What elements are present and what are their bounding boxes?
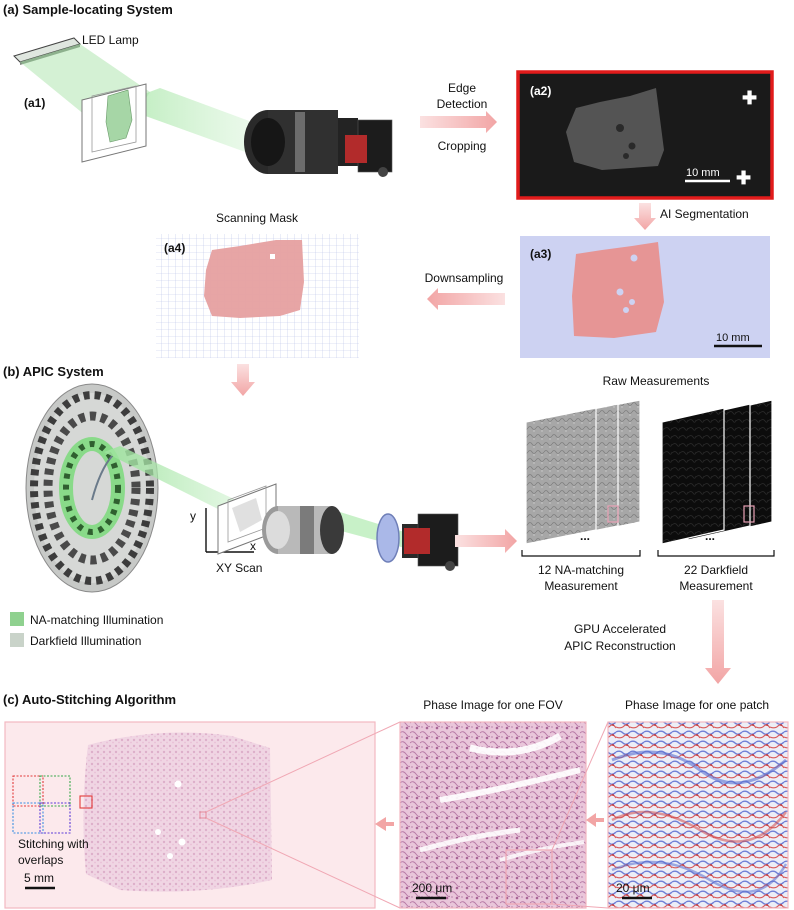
patch-panel: [607, 721, 789, 909]
darkfield-stack: ...: [657, 399, 775, 557]
apic-slide-icon: [217, 483, 277, 555]
downsampling-label: Downsampling: [425, 271, 504, 285]
section-b-title: (b) APIC System: [3, 364, 104, 379]
plus-marker-bottom-icon: ✚: [736, 168, 751, 188]
mask-hole: [270, 254, 275, 259]
cropping-label: Cropping: [438, 139, 487, 153]
camera-icon: [244, 110, 393, 177]
to-fov-arrow-icon: [586, 813, 604, 827]
panel-a2: (a2) ✚ ✚ 10 mm: [516, 70, 774, 200]
objective-lens-icon: [262, 506, 344, 554]
edge-detection-arrow-icon: [420, 111, 497, 133]
legend: NA-matching Illumination Darkfield Illum…: [10, 612, 163, 648]
led-lamp-icon: [13, 37, 81, 65]
na-stack-ellipsis: ...: [580, 529, 590, 543]
scale-label-fov: 200 μm: [412, 881, 452, 895]
gpu-label-line1: GPU Accelerated: [574, 622, 666, 636]
fov-title: Phase Image for one FOV: [423, 698, 562, 712]
xy-axes-icon: [205, 508, 254, 553]
label-a2: (a2): [530, 84, 551, 98]
led-array-disc-icon: [25, 383, 159, 593]
legend-label-na: NA-matching Illumination: [30, 613, 163, 627]
stitched-panel: [4, 721, 376, 909]
edge-detection-line1: Edge: [448, 81, 476, 95]
scale-label-a3: 10 mm: [716, 332, 750, 344]
plus-marker-top-icon: ✚: [742, 88, 757, 108]
transmitted-beam: [115, 88, 268, 158]
label-a4: (a4): [164, 241, 185, 255]
patch-title: Phase Image for one patch: [625, 698, 769, 712]
stitch-label-line1: Stitching with: [18, 837, 89, 851]
scanning-mask-label: Scanning Mask: [216, 211, 299, 225]
label-a1: (a1): [24, 96, 45, 110]
df-stack-label-line2: Measurement: [679, 579, 753, 593]
label-a3: (a3): [530, 247, 551, 261]
stitch-label-line2: overlaps: [18, 853, 63, 867]
zoom-line: [551, 903, 609, 909]
edge-detection-line2: Detection: [437, 97, 488, 111]
df-stack-label-line1: 22 Darkfield: [684, 563, 748, 577]
scale-label-stitched: 5 mm: [24, 871, 54, 885]
scale-label-patch: 20 μm: [616, 881, 650, 895]
gpu-label-line2: APIC Reconstruction: [564, 639, 675, 653]
section-a-title: (a) Sample-locating System: [3, 2, 173, 17]
ai-segmentation-arrow-icon: [634, 203, 656, 230]
zoom-line: [551, 721, 609, 851]
tube-lens-icon: [376, 513, 400, 563]
raw-measurements-label: Raw Measurements: [603, 374, 710, 388]
na-stack-label-line1: 12 NA-matching: [538, 563, 624, 577]
downsampling-arrow-icon: [427, 288, 505, 310]
na-stack-label-line2: Measurement: [544, 579, 618, 593]
xy-scan-label: XY Scan: [216, 561, 262, 575]
axis-x-label: x: [250, 539, 256, 553]
zoom-line: [205, 721, 401, 813]
sample-slide-icon: [81, 83, 147, 163]
gpu-reconstruction-arrow-icon: [705, 600, 731, 684]
ai-segmentation-label: AI Segmentation: [660, 207, 749, 221]
led-lamp-label: LED Lamp: [82, 33, 139, 47]
section-c-title: (c) Auto-Stitching Algorithm: [3, 692, 176, 707]
panel-a4: (a4): [156, 234, 359, 358]
legend-label-darkfield: Darkfield Illumination: [30, 634, 141, 648]
fov-panel: [399, 721, 587, 909]
df-stack-ellipsis: ...: [705, 529, 715, 543]
to-stitched-arrow-icon: [375, 817, 394, 831]
na-matching-stack: ...: [521, 399, 641, 557]
legend-swatch-na: [10, 612, 24, 626]
panel-a3: (a3) 10 mm: [520, 236, 770, 358]
mask-to-apic-arrow-icon: [231, 364, 255, 396]
apic-camera-icon: [402, 513, 459, 571]
zoom-line: [205, 817, 401, 909]
axis-y-label: y: [190, 509, 196, 523]
legend-swatch-darkfield: [10, 633, 24, 647]
scale-label-a2: 10 mm: [686, 167, 720, 179]
to-measurements-arrow-icon: [455, 529, 517, 553]
